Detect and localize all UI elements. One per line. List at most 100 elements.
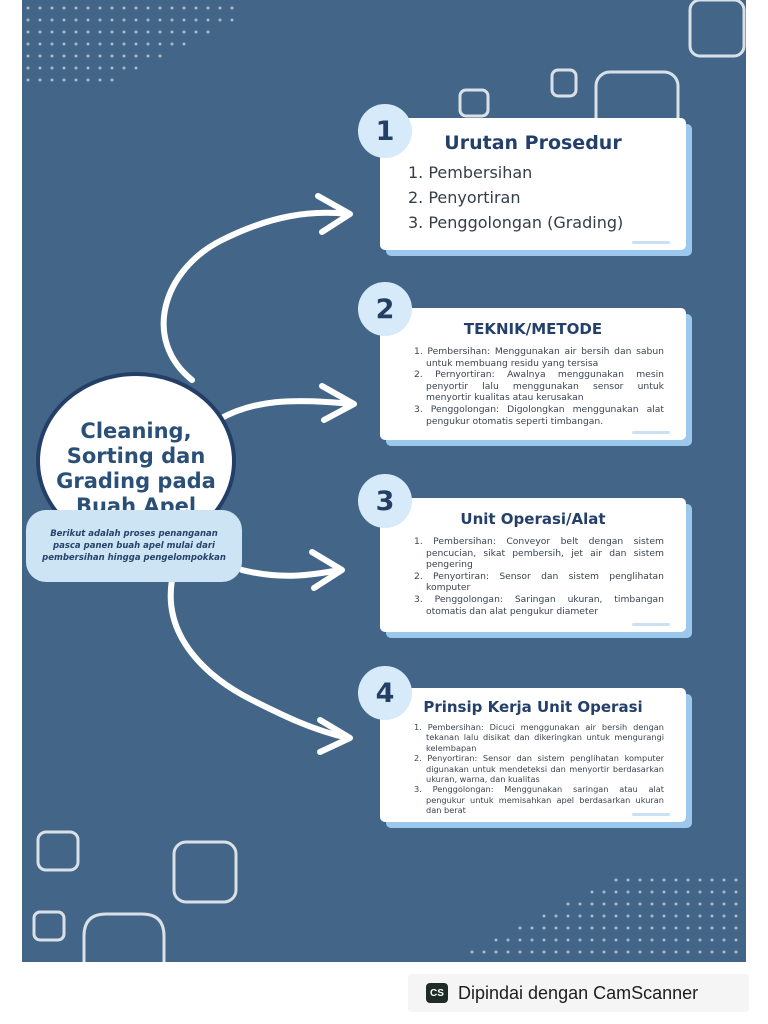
dot <box>722 890 726 894</box>
dot <box>194 30 198 34</box>
dot <box>674 890 678 894</box>
dot <box>554 914 558 918</box>
dot <box>686 914 690 918</box>
dot <box>626 878 630 882</box>
dot <box>74 18 78 22</box>
dot <box>50 30 54 34</box>
dot <box>698 902 702 906</box>
dot <box>590 890 594 894</box>
dot <box>38 54 42 58</box>
dot <box>650 902 654 906</box>
dot <box>518 938 522 942</box>
dot <box>614 950 618 954</box>
list-item: 2. Pernyortiran: Awalnya menggunakan mes… <box>414 369 664 404</box>
dot <box>74 78 78 82</box>
dot <box>722 878 726 882</box>
dot <box>134 6 138 10</box>
dot <box>602 890 606 894</box>
dot <box>530 926 534 930</box>
flow-arrows <box>160 193 357 755</box>
dot <box>182 30 186 34</box>
dot <box>158 54 162 58</box>
dot <box>110 6 114 10</box>
dot <box>614 914 618 918</box>
dot <box>614 926 618 930</box>
dot <box>614 902 618 906</box>
dot <box>98 54 102 58</box>
dot <box>86 42 90 46</box>
dot <box>650 938 654 942</box>
dot <box>734 926 738 930</box>
dot <box>710 878 714 882</box>
arrow-to-card-3 <box>239 567 343 579</box>
dot <box>710 926 714 930</box>
dot <box>98 6 102 10</box>
dot <box>62 30 66 34</box>
dot <box>194 18 198 22</box>
dot <box>122 42 126 46</box>
dot <box>542 938 546 942</box>
deco-square <box>82 912 166 962</box>
dot <box>230 6 234 10</box>
dot <box>218 6 222 10</box>
dot <box>158 30 162 34</box>
dot <box>722 926 726 930</box>
dot <box>722 902 726 906</box>
dot <box>638 914 642 918</box>
dot <box>98 42 102 46</box>
dot <box>110 66 114 70</box>
dot <box>650 950 654 954</box>
dot <box>662 950 666 954</box>
dot <box>206 30 210 34</box>
dot <box>698 914 702 918</box>
dot <box>602 914 606 918</box>
camscanner-logo-icon: CS <box>426 983 448 1003</box>
dot <box>626 902 630 906</box>
dot-pattern-top <box>26 6 234 82</box>
card-teknik-metode: TEKNIK/METODE 1. Pembersihan: Menggunaka… <box>380 308 686 440</box>
dot <box>566 950 570 954</box>
dot <box>698 938 702 942</box>
dot <box>674 902 678 906</box>
dot <box>566 902 570 906</box>
dot <box>158 42 162 46</box>
dot <box>578 914 582 918</box>
dot <box>614 890 618 894</box>
dot <box>74 66 78 70</box>
dot <box>710 914 714 918</box>
dot <box>506 938 510 942</box>
deco-square <box>172 840 238 904</box>
dot <box>674 938 678 942</box>
dot <box>62 18 66 22</box>
dot <box>674 878 678 882</box>
dot <box>50 18 54 22</box>
dot <box>662 926 666 930</box>
list-item: 2. Penyortiran <box>408 188 521 207</box>
dot <box>626 890 630 894</box>
dot <box>26 42 30 46</box>
dot <box>662 878 666 882</box>
dot <box>110 42 114 46</box>
dot <box>122 66 126 70</box>
dot <box>698 926 702 930</box>
list-item: 3. Penggolongan: Digolongkan menggunakan… <box>414 403 664 427</box>
card-title: TEKNIK/METODE <box>463 320 603 338</box>
dot <box>122 18 126 22</box>
dot <box>86 30 90 34</box>
dot <box>170 18 174 22</box>
dot <box>218 18 222 22</box>
dot <box>650 878 654 882</box>
intro-text: Berikut adalah proses penanganan pasca p… <box>42 529 226 563</box>
list-item: 1. Pembersihan: Menggunakan air bersih d… <box>414 346 664 369</box>
arrow-to-card-4 <box>167 577 351 741</box>
dot <box>62 6 66 10</box>
dot <box>146 18 150 22</box>
dot <box>146 54 150 58</box>
dot <box>134 18 138 22</box>
dot <box>530 938 534 942</box>
dot <box>206 18 210 22</box>
dot <box>86 18 90 22</box>
card-stripe <box>632 813 670 816</box>
dot <box>98 78 102 82</box>
dot <box>734 914 738 918</box>
